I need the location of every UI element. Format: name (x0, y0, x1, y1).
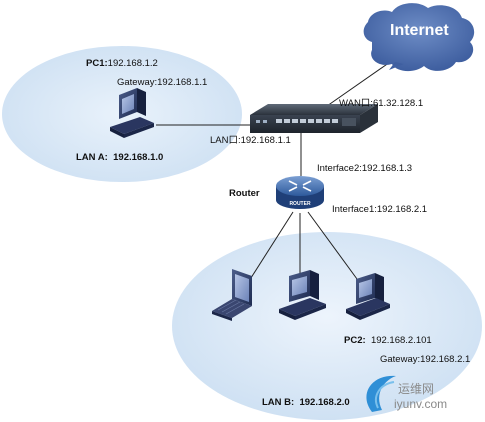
lan-b-network: 192.168.2.0 (299, 397, 350, 408)
links (156, 59, 394, 282)
router-interface1-label: Interface1:192.168.2.1 (332, 204, 428, 215)
router-icon: ROUTER (276, 176, 324, 209)
lan-a-prefix: LAN A: (76, 152, 108, 163)
router-interface2-label: Interface2:192.168.1.3 (317, 163, 413, 174)
lan-a-network: 192.168.1.0 (113, 152, 164, 163)
watermark-cn: 运维网 (398, 382, 435, 396)
laptop-icon (212, 269, 252, 321)
pc1-ip: 192.168.1.2 (107, 58, 158, 69)
pc1-computer-icon (110, 88, 154, 138)
router-label: Router (229, 188, 260, 199)
internet-label: Internet (390, 22, 449, 39)
watermark-domain: iyunv.com (394, 397, 448, 411)
link-firewall-internet (326, 59, 394, 107)
pc1-gateway: Gateway:192.168.1.1 (117, 77, 208, 88)
link-router-laptop (248, 211, 294, 282)
pc3-computer-icon (279, 270, 326, 320)
pc2-label: PC2: 192.168.2.101 (344, 335, 432, 346)
pc1-name: PC1: (86, 58, 108, 69)
watermark-logo-icon (366, 375, 396, 412)
internet-cloud-icon (363, 3, 475, 72)
pc2-name: PC2: (344, 335, 366, 346)
lan-b-ellipse (172, 232, 482, 420)
link-router-pc2 (307, 211, 358, 280)
firewall-lan-label: LAN口:192.168.1.1 (210, 135, 291, 146)
pc1-label: PC1:192.168.1.2 (86, 58, 158, 69)
lan-b-label: LAN B: 192.168.2.0 (262, 397, 350, 408)
lan-a-label: LAN A: 192.168.1.0 (76, 152, 163, 163)
router-badge: ROUTER (289, 201, 311, 207)
pc2-gateway: Gateway:192.168.2.1 (380, 354, 471, 365)
firewall-icon (250, 104, 378, 133)
pc2-computer-icon (346, 273, 390, 320)
firewall-wan-label: WAN口:61.32.128.1 (339, 98, 424, 109)
pc2-ip: 192.168.2.101 (370, 335, 432, 346)
lan-b-prefix: LAN B: (262, 397, 295, 408)
